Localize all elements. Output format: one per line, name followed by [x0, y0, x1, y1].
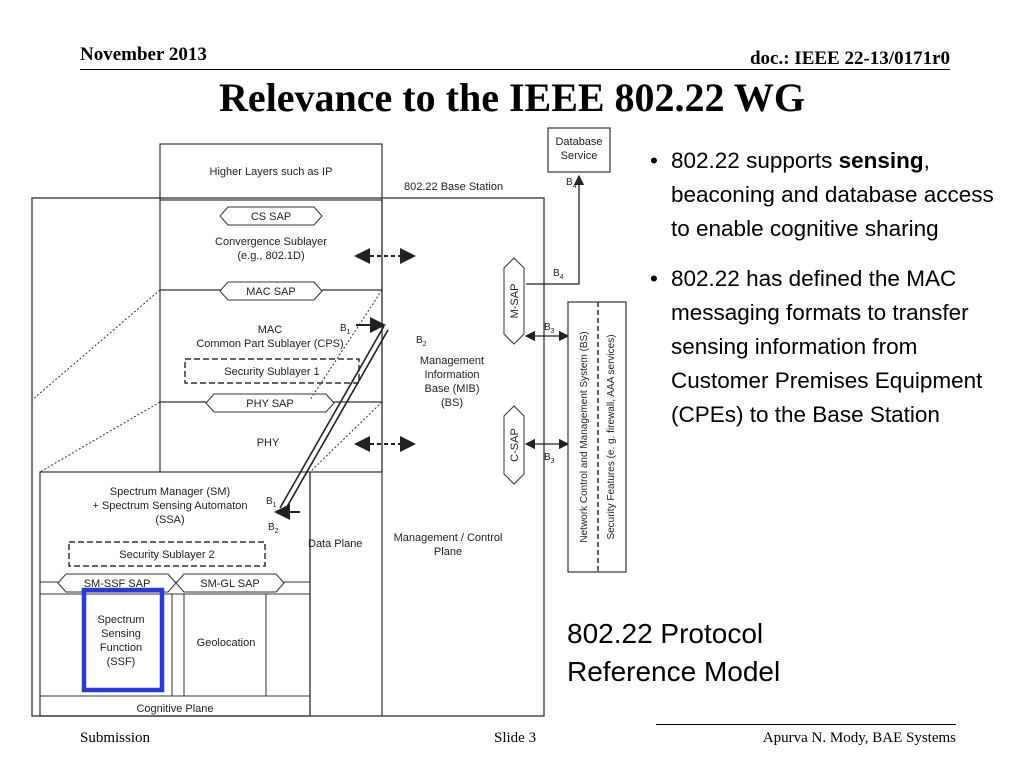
sm-line-3: (SSA) [155, 514, 184, 526]
b4-link [526, 174, 585, 285]
m-sap-label: M-SAP [509, 284, 521, 319]
mac-sap-shape [219, 281, 323, 301]
b3-bottom: B3 [544, 452, 555, 465]
ssf-line-2: Sensing [101, 628, 141, 640]
bullet-2: •802.22 has defined the MAC messaging fo… [648, 262, 998, 432]
phy-sap-label: PHY SAP [246, 398, 294, 410]
sm-line-2: + Spectrum Sensing Automaton [92, 500, 247, 512]
cognitive-plane-label: Cognitive Plane [136, 703, 213, 715]
footer-rule [656, 724, 956, 725]
m-sap-shape [503, 257, 525, 345]
footer-author: Apurva N. Mody, BAE Systems [762, 730, 956, 746]
convergence-line-2: (e.g., 802.1D) [237, 250, 304, 262]
db-line-1: Database [555, 136, 602, 148]
phy-label: PHY [257, 437, 280, 449]
sm-gl-sap-label: SM-GL SAP [200, 578, 260, 590]
mac-cps-line-2: Common Part Sublayer (CPS) [196, 338, 343, 350]
security-sublayer-2-label: Security Sublayer 2 [119, 549, 214, 561]
ssf-line-1: Spectrum [97, 614, 144, 626]
slide-title: Relevance to the IEEE 802.22 WG [219, 75, 805, 120]
db-line-2: Service [561, 150, 598, 162]
sm-ssf-sap-shape [57, 573, 177, 593]
mgmt-line-1: Management / Control [394, 532, 503, 544]
cs-sap-label: CS SAP [251, 211, 291, 223]
b2-top: B2 [416, 335, 427, 348]
spectrum-manager-label: Spectrum Manager (SM) + Spectrum Sensing … [92, 486, 247, 526]
sm-ssf-sap-label: SM-SSF SAP [84, 578, 151, 590]
footer-left: Submission [80, 730, 151, 746]
convergence-label: Convergence Sublayer (e.g., 802.1D) [215, 236, 327, 262]
cs-sap-shape [219, 206, 323, 226]
header-doc-id: doc.: IEEE 22-13/0171r0 [749, 48, 950, 69]
mgmt-line-2: Plane [434, 546, 462, 558]
b3-top: B3 [544, 322, 555, 335]
protocol-reference-model-diagram: 802.22 Base Station Higher Layers such a… [31, 127, 627, 717]
base-station-label: 802.22 Base Station [404, 181, 503, 193]
c-sap-label: C-SAP [509, 428, 521, 462]
b1-top: B1 [340, 323, 351, 336]
header-date: November 2013 [80, 44, 207, 65]
ssf-line-4: (SSF) [107, 656, 136, 668]
mib-line-3: Base (MIB) [424, 383, 479, 395]
b2-bottom: B2 [268, 522, 279, 535]
footer-slide-number: Slide 3 [494, 730, 537, 746]
security-sublayer-1-label: Security Sublayer 1 [224, 366, 319, 378]
bullet-list: •802.22 supports sensing, beaconing and … [648, 144, 998, 448]
diagram-caption: 802.22 Protocol Reference Model [567, 618, 781, 687]
mac-sap-label: MAC SAP [246, 286, 296, 298]
bullet-dot-icon: • [650, 266, 658, 291]
b4-top: B4 [566, 177, 577, 190]
higher-layers-box [159, 143, 383, 201]
sm-gl-sap-shape [175, 573, 285, 593]
b1-bottom: B1 [266, 496, 277, 509]
header-rule [80, 69, 950, 70]
higher-layers-label: Higher Layers such as IP [210, 166, 333, 178]
sm-line-1: Spectrum Manager (SM) [110, 486, 230, 498]
geolocation-label: Geolocation [197, 637, 256, 649]
security-sublayer-2-box [68, 541, 266, 567]
ssf-line-3: Function [100, 642, 142, 654]
mib-line-2: Information [424, 369, 479, 381]
ncms-box [567, 301, 627, 573]
data-plane-label: Data Plane [308, 538, 362, 550]
c-sap-shape [503, 405, 525, 485]
mib-line-4: (BS) [441, 397, 463, 409]
mac-cps-label: MAC Common Part Sublayer (CPS) [196, 324, 343, 350]
database-service-box [547, 127, 611, 173]
mac-cps-line-1: MAC [258, 324, 283, 336]
ssf-highlight-box [81, 587, 165, 693]
ncms-label: Network Control and Management System (B… [579, 331, 590, 542]
bullet-dot-icon: • [650, 148, 658, 173]
b4-mid: B4 [553, 268, 564, 281]
security-features-label: Security Features (e. g. firewall, AAA s… [606, 334, 617, 539]
bullet-1: •802.22 supports sensing, beaconing and … [648, 144, 998, 246]
phy-sap-shape [205, 393, 335, 413]
convergence-line-1: Convergence Sublayer [215, 236, 327, 248]
mib-line-1: Management [420, 355, 484, 367]
